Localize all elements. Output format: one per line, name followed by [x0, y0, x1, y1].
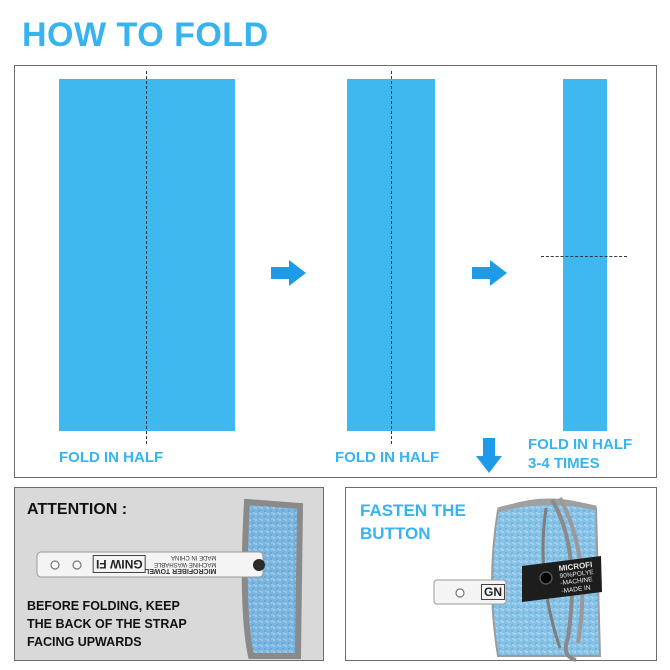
arrow-right-icon — [271, 260, 306, 286]
fold-steps-panel: FOLD IN HALF FOLD IN HALF FOLD IN HALF 3… — [14, 65, 657, 478]
strap-back-illustration — [36, 498, 304, 659]
fold-line-vertical — [391, 71, 392, 444]
rolled-towel-illustration — [433, 497, 602, 662]
fasten-panel: FASTEN THE BUTTON GN MICROFI 90%POLYE -M… — [345, 487, 657, 662]
fasten-strap-logo: GN — [481, 584, 505, 600]
fold-line-horizontal — [541, 256, 627, 257]
step-2-label: FOLD IN HALF — [335, 449, 440, 466]
strap-logo: GNIW FI — [93, 555, 146, 573]
arrow-down-icon — [476, 438, 502, 473]
strap-text-block: MICROFIBER TOWEL MACHINE WASHABLE MADE I… — [145, 554, 217, 574]
page-title: HOW TO FOLD — [22, 16, 269, 54]
fold-line-vertical — [146, 71, 147, 444]
fasten-care-label: MICROFI 90%POLYE -MACHINE -MADE IN — [558, 560, 595, 595]
step-3-label: FOLD IN HALF 3-4 TIMES — [528, 436, 633, 472]
attention-note: BEFORE FOLDING, KEEP THE BACK OF THE STR… — [27, 599, 187, 649]
attention-title: ATTENTION : — [27, 501, 128, 518]
step-1-label: FOLD IN HALF — [59, 449, 164, 466]
towel-full — [59, 79, 235, 431]
towel-quarter — [563, 79, 607, 431]
arrow-right-icon — [472, 260, 507, 286]
fasten-title: FASTEN THE BUTTON — [360, 501, 466, 543]
attention-panel: ATTENTION : GNIW FI MICROFIBER TOWEL MAC… — [14, 487, 324, 661]
